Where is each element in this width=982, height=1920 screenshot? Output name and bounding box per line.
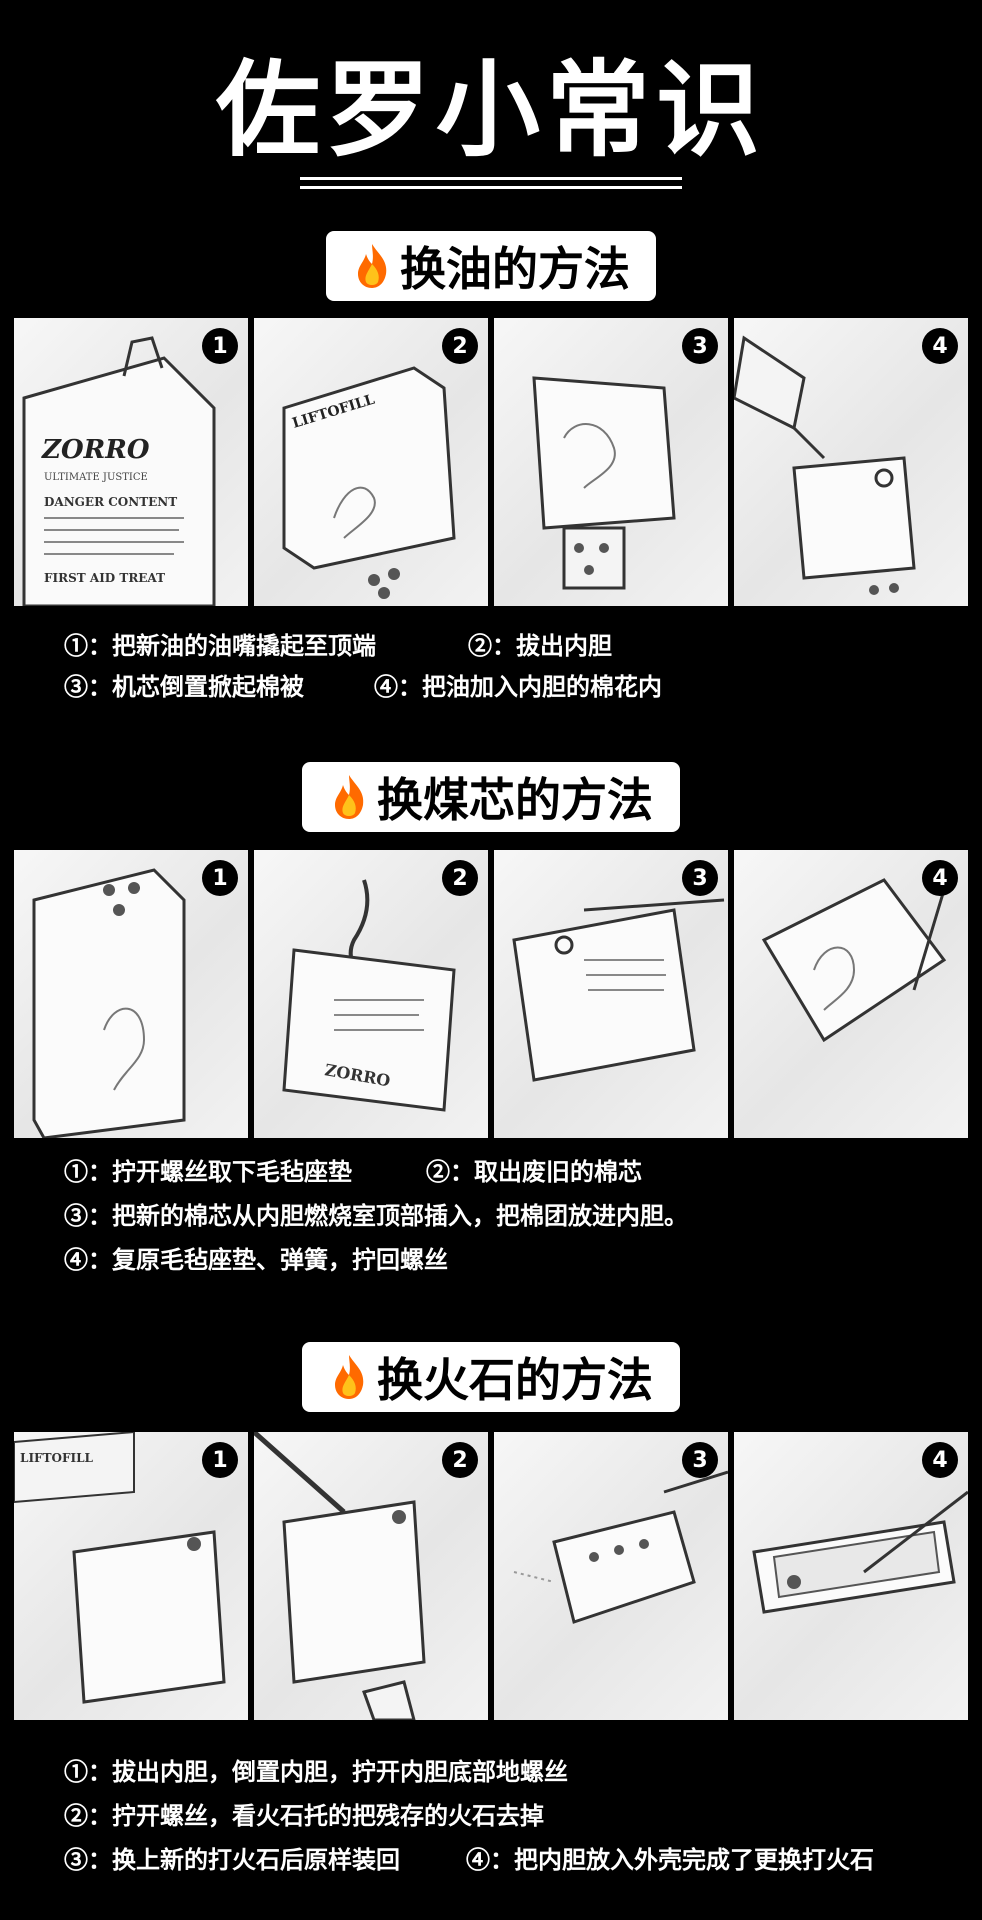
caption: ③：机芯倒置掀起棉被	[64, 672, 304, 701]
step-badge: 3	[682, 860, 718, 896]
step-image: 3	[494, 850, 728, 1138]
step-image: 1	[14, 850, 248, 1138]
reassemble-sketch	[761, 878, 947, 1043]
fuel-can-sketch: ZORRO ULTIMATE JUSTICE DANGER CONTENT FI…	[22, 336, 216, 606]
step-badge: 2	[442, 860, 478, 896]
caption: ②：拔出内胆	[468, 631, 612, 660]
outer-case-sketch	[752, 1490, 968, 1614]
lighter-inverted-sketch	[532, 376, 676, 590]
lighter-insert-sketch: LIFTOFILL	[282, 366, 456, 599]
step-image: 2	[254, 1432, 488, 1720]
step-image: LIFTOFILL 1	[14, 1432, 248, 1720]
step-badge: 1	[202, 328, 238, 364]
fire-icon	[358, 244, 387, 288]
new-wick-sketch	[512, 898, 725, 1082]
caption: ②：拧开螺丝，看火石托的把残存的火石去掉	[64, 1801, 544, 1830]
step-badge: 1	[202, 1442, 238, 1478]
step-badge: 3	[682, 328, 718, 364]
fire-icon	[335, 775, 364, 819]
step-image: ZORRO ULTIMATE JUSTICE DANGER CONTENT FI…	[14, 318, 248, 606]
caption: ④：把内胆放入外壳完成了更换打火石	[466, 1845, 874, 1874]
section-heading-label: 换火石的方法	[377, 1353, 653, 1407]
step-badge: 4	[922, 328, 958, 364]
section-heading-oil: 换油的方法	[326, 231, 656, 301]
insert-upside-sketch: LIFTOFILL	[14, 1432, 226, 1704]
section-heading-wick: 换煤芯的方法	[302, 762, 680, 832]
lighter-unscrew-sketch	[32, 868, 186, 1138]
step-badge: 4	[922, 860, 958, 896]
step-badge: 1	[202, 860, 238, 896]
old-wick-sketch: ZORRO	[282, 879, 456, 1112]
chimney-sketch	[513, 1470, 728, 1624]
step-image: LIFTOFILL 2	[254, 318, 488, 606]
section-heading-label: 换油的方法	[400, 242, 630, 296]
caption: ①：拧开螺丝取下毛毡座垫	[64, 1157, 352, 1186]
step-image: 4	[734, 850, 968, 1138]
caption: ③：换上新的打火石后原样装回	[64, 1845, 400, 1874]
can-aid: FIRST AID TREAT	[44, 571, 165, 585]
flint-tube-sketch	[254, 1432, 426, 1720]
can-warning: DANGER CONTENT	[44, 495, 177, 509]
section-heading-flint: 换火石的方法	[302, 1342, 680, 1412]
can-sub: ULTIMATE JUSTICE	[44, 472, 148, 483]
step-image: ZORRO 2	[254, 850, 488, 1138]
refill-sketch	[734, 335, 916, 595]
caption: ②：取出废旧的棉芯	[426, 1157, 642, 1186]
steps-row-wick: 1 ZORRO 2 3 4	[14, 850, 968, 1138]
fire-icon	[335, 1355, 364, 1399]
insert-text: LIFTOFILL	[20, 1451, 94, 1465]
page-title: 佐罗小常识	[215, 48, 766, 171]
title-rule-bottom	[300, 186, 682, 189]
caption: ④：复原毛毡座垫、弹簧，拧回螺丝	[64, 1245, 448, 1274]
step-badge: 3	[682, 1442, 718, 1478]
caption: ①：拔出内胆，倒置内胆，拧开内胆底部地螺丝	[64, 1757, 568, 1786]
step-badge: 2	[442, 328, 478, 364]
step-badge: 4	[922, 1442, 958, 1478]
can-brand: ZORRO	[41, 435, 150, 465]
section-heading-label: 换煤芯的方法	[377, 773, 653, 827]
steps-row-flint: LIFTOFILL 1 2 3 4	[14, 1432, 968, 1720]
step-image: 4	[734, 1432, 968, 1720]
steps-row-oil: ZORRO ULTIMATE JUSTICE DANGER CONTENT FI…	[14, 318, 968, 606]
caption: ③：把新的棉芯从内胆燃烧室顶部插入，把棉团放进内胆。	[64, 1201, 688, 1230]
step-image: 4	[734, 318, 968, 606]
caption: ①：把新油的油嘴撬起至顶端	[64, 631, 376, 660]
step-badge: 2	[442, 1442, 478, 1478]
step-image: 3	[494, 318, 728, 606]
step-image: 3	[494, 1432, 728, 1720]
title-rule-top	[300, 177, 682, 180]
caption: ④：把油加入内胆的棉花内	[374, 672, 662, 701]
